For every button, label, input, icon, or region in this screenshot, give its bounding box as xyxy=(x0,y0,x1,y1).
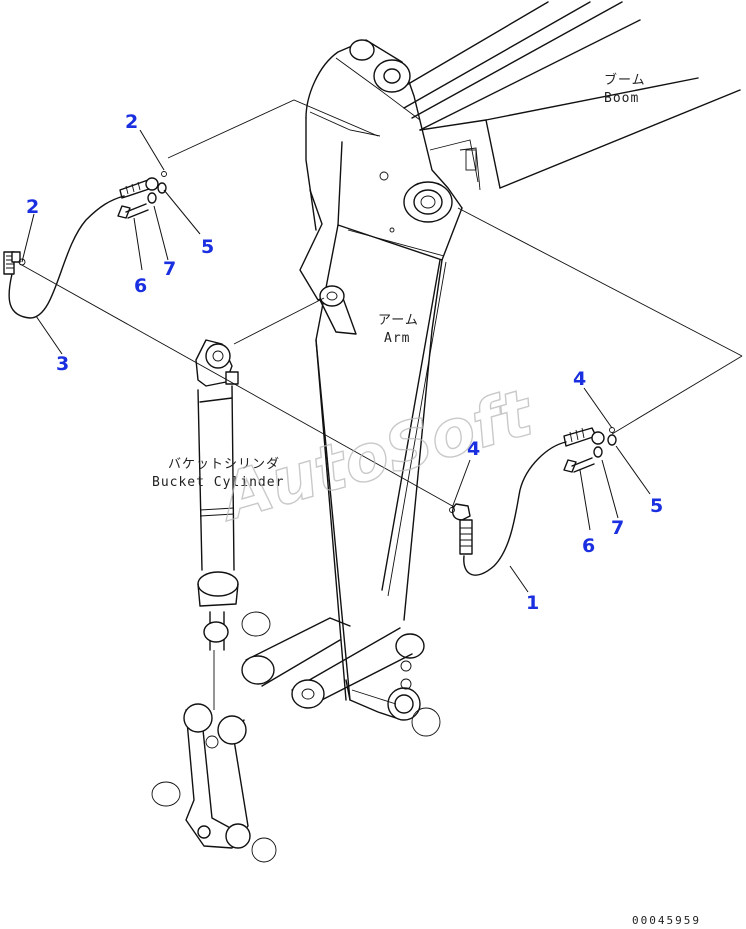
callout-2-upper: 2 xyxy=(125,111,138,133)
assembly-lines xyxy=(19,99,743,509)
bucket-cylinder xyxy=(195,339,239,710)
arm-label-jp: アーム xyxy=(378,313,419,328)
callout-7-left: 7 xyxy=(163,258,176,280)
callout-5-right: 5 xyxy=(650,495,663,517)
arm xyxy=(299,39,463,721)
callout-7-right: 7 xyxy=(611,517,624,539)
drawing-number: 00045959 xyxy=(632,914,701,927)
callout-4-right: 4 xyxy=(573,368,586,390)
callout-2-left: 2 xyxy=(26,196,39,218)
boom-label-jp: ブーム xyxy=(604,72,646,88)
callout-6-left: 6 xyxy=(134,275,147,297)
boom-label-en: Boom xyxy=(604,91,639,106)
callout-1: 1 xyxy=(526,592,539,614)
arm-label-en: Arm xyxy=(384,331,410,346)
callout-leaders xyxy=(21,129,651,593)
hose-1 xyxy=(449,427,617,576)
pin-outlines xyxy=(151,611,441,863)
cylinder-label-jp: バケットシリンダ xyxy=(168,457,280,472)
cylinder-label-en: Bucket Cylinder xyxy=(152,475,284,490)
boom xyxy=(397,1,741,191)
callout-5-left: 5 xyxy=(201,236,214,258)
bucket-linkage xyxy=(183,617,413,849)
autosoft-watermark: AutoSoft xyxy=(209,376,542,537)
callout-4-center: 4 xyxy=(467,438,480,460)
callout-3: 3 xyxy=(56,353,69,375)
hose-3 xyxy=(3,171,167,319)
callout-6-right: 6 xyxy=(582,535,595,557)
